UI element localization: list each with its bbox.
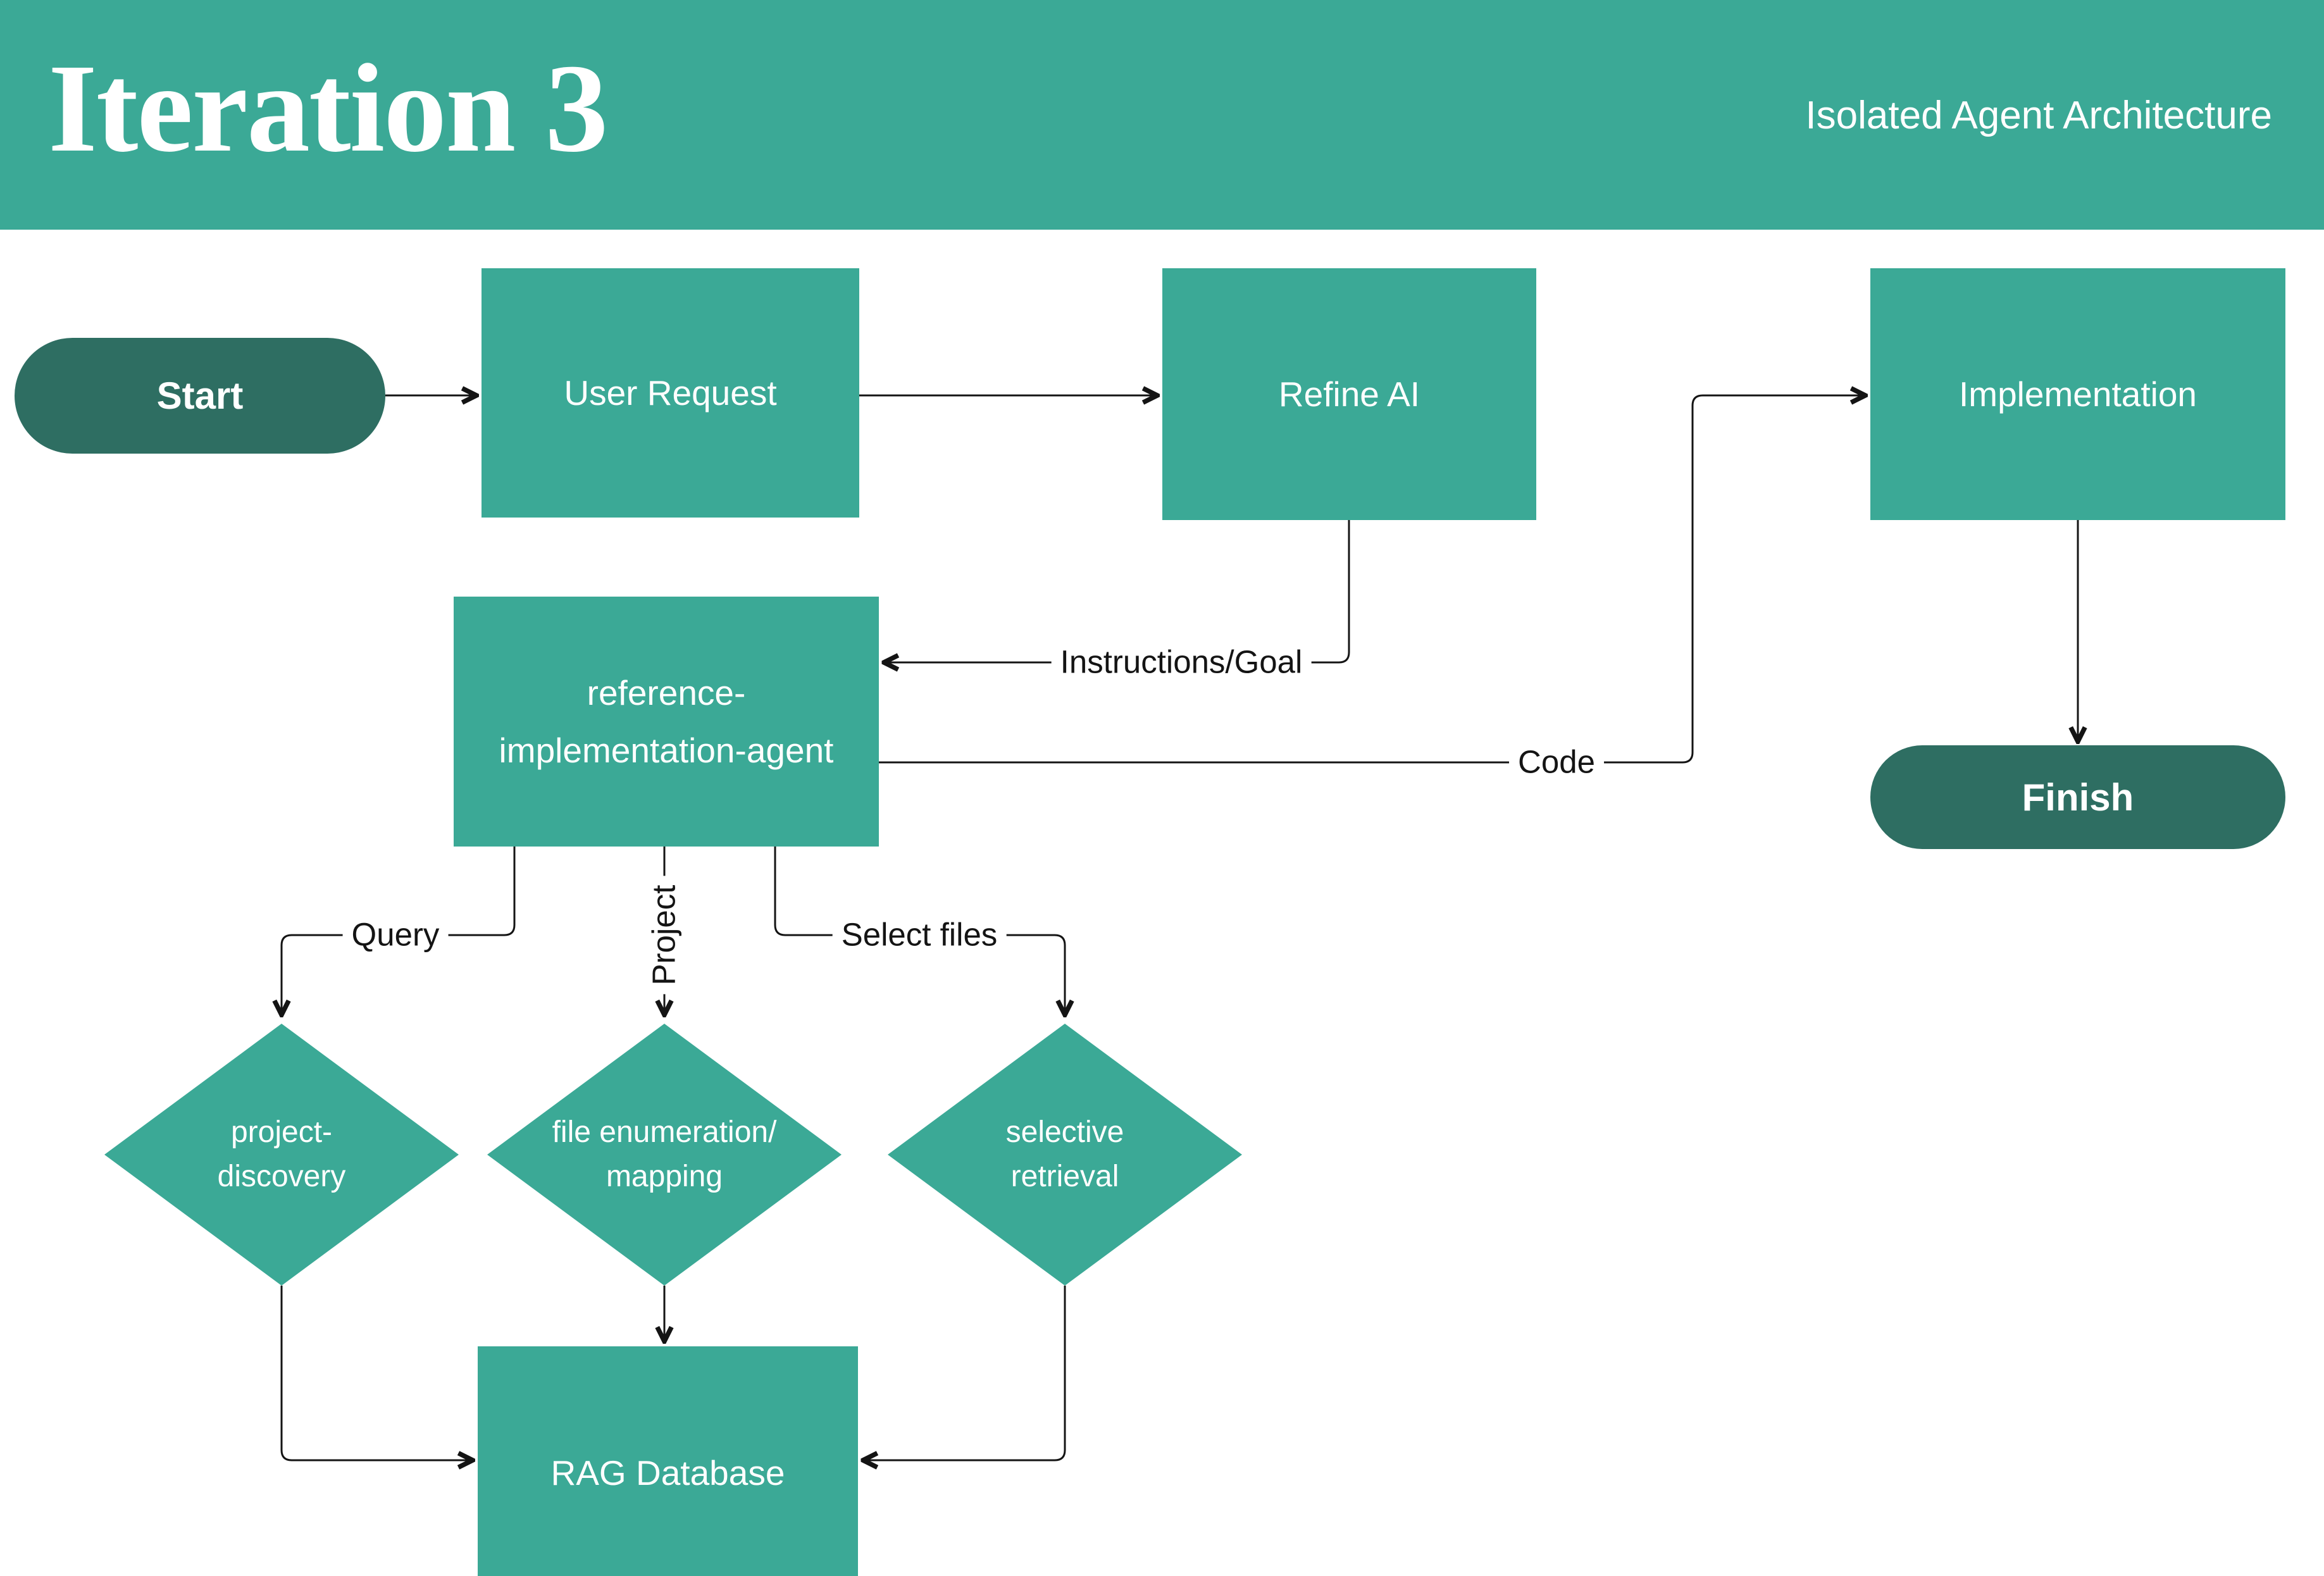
- project-discovery-label-line2: discovery: [217, 1160, 346, 1193]
- edge-selective-retrieval-to-rag: [863, 1286, 1066, 1460]
- finish-node: Finish: [1870, 745, 2285, 849]
- file-enumeration-label-line2: mapping: [606, 1160, 723, 1193]
- page-title: Iteration 3: [48, 39, 608, 178]
- user-request-node-label: User Request: [564, 373, 777, 413]
- header-bar: Iteration 3 Isolated Agent Architecture: [0, 0, 2324, 230]
- project-discovery-label-line1: project-: [230, 1115, 333, 1150]
- rag-database-node-label: RAG Database: [550, 1453, 785, 1492]
- rag-database-node: RAG Database: [478, 1346, 858, 1576]
- edge-label-instructions-goal: Instructions/Goal: [1051, 643, 1312, 681]
- refine-ai-node-label: Refine AI: [1278, 374, 1420, 414]
- implementation-node-label: Implementation: [1958, 374, 2197, 414]
- implementation-node: Implementation: [1870, 268, 2285, 520]
- selective-retrieval-label-line2: retrieval: [1010, 1160, 1119, 1193]
- header-subtitle: Isolated Agent Architecture: [1805, 94, 2272, 137]
- edge-label-code: Code: [1509, 743, 1604, 781]
- edge-project-discovery-to-rag: [280, 1286, 473, 1460]
- edge-refine-ai-to-agent-instructions: [884, 520, 1350, 662]
- edge-label-project: Project: [645, 876, 683, 995]
- refine-ai-node: Refine AI: [1162, 268, 1536, 520]
- agent-node-label-line2: implementation-agent: [499, 730, 834, 770]
- agent-node-label-line1: reference-: [587, 673, 746, 712]
- start-node-label: Start: [156, 375, 244, 417]
- start-node: Start: [15, 338, 385, 454]
- selective-retrieval-label-line1: selective: [1005, 1115, 1124, 1150]
- file-enumeration-label-line1: file enumeration/: [552, 1115, 777, 1150]
- finish-node-label: Finish: [2022, 776, 2134, 819]
- edge-agent-to-implementation-code: [879, 395, 1865, 764]
- user-request-node: User Request: [482, 268, 859, 518]
- edge-label-select-files: Select files: [832, 916, 1007, 954]
- edge-label-query: Query: [342, 916, 449, 954]
- reference-implementation-agent-node: reference- implementation-agent: [454, 597, 879, 847]
